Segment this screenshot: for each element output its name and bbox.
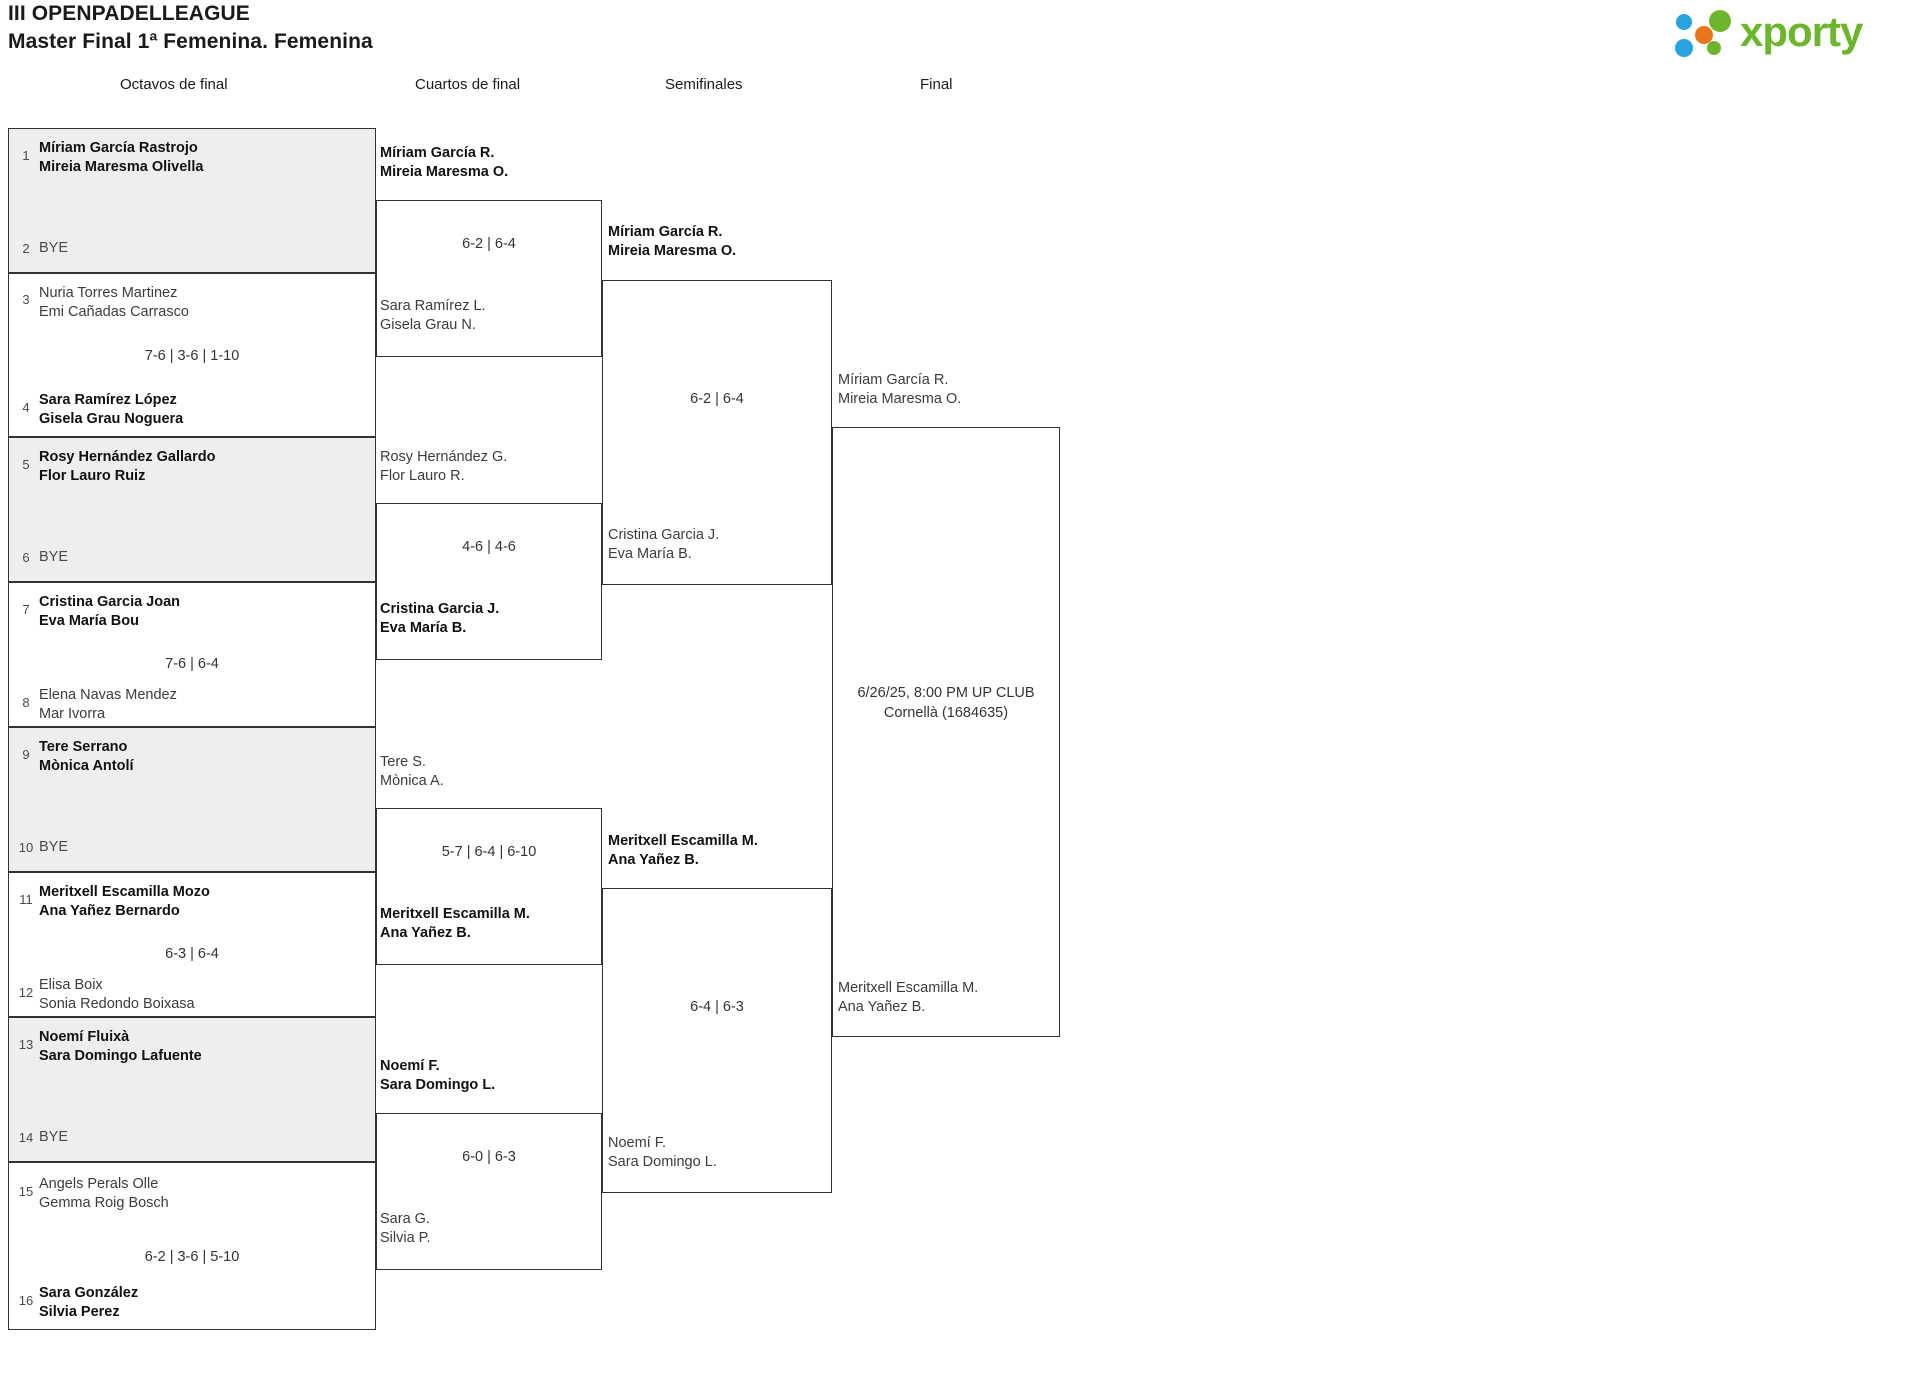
seed-number: 7	[22, 602, 30, 617]
r2-match-box-4[interactable]: 6-0 | 6-3	[376, 1113, 602, 1270]
team-name: Elena Navas Mendez Mar Ivorra	[39, 687, 177, 722]
r2-team-bot-3: Meritxell Escamilla M. Ana Yañez B.	[380, 906, 530, 941]
team-name: Cristina Garcia Joan Eva María Bou	[39, 594, 181, 629]
seed-number: 3	[22, 292, 30, 307]
r1-score-2: 7-6 | 3-6 | 1-10	[144, 348, 240, 364]
r2-match-box-1[interactable]: 6-2 | 6-4	[376, 200, 602, 357]
seed-number: 10	[18, 840, 34, 855]
team-name: Elisa Boix Sonia Redondo Boixasa	[39, 977, 195, 1012]
team-name: BYE	[39, 549, 69, 565]
logo-dots-icon	[1674, 10, 1736, 58]
r1-score-4: 7-6 | 6-4	[165, 656, 219, 672]
r2-score-3: 5-7 | 6-4 | 6-10	[441, 844, 537, 860]
team-name: Nuria Torres Martinez Emi Cañadas Carras…	[39, 285, 189, 320]
round-header-final: Final	[920, 76, 953, 93]
r3-team-bot-2: Noemí F. Sara Domingo L.	[608, 1135, 717, 1170]
r3-team-top-1: Míriam García R. Mireia Maresma O.	[608, 224, 737, 259]
team-name: Meritxell Escamilla Mozo Ana Yañez Berna…	[39, 884, 210, 919]
round-header-semifinales: Semifinales	[665, 76, 743, 93]
seed-number: 1	[22, 148, 30, 163]
final-match-info: 6/26/25, 8:00 PM UP CLUB Cornellà (16846…	[857, 685, 1035, 721]
xporty-logo: xporty	[1674, 8, 1904, 60]
r2-score-2: 4-6 | 4-6	[462, 539, 516, 555]
r2-match-box-3[interactable]: 5-7 | 6-4 | 6-10	[376, 808, 602, 965]
logo-wordmark: xporty	[1740, 8, 1863, 55]
team-name: Tere Serrano Mònica Antolí	[39, 739, 134, 774]
r1-score-6: 6-3 | 6-4	[165, 946, 219, 962]
r4-match-box[interactable]: 6/26/25, 8:00 PM UP CLUB Cornellà (16846…	[832, 427, 1060, 1037]
r3-score-1: 6-2 | 6-4	[690, 391, 744, 407]
r1-match-3[interactable]: 5 Rosy Hernández Gallardo Flor Lauro Rui…	[8, 437, 376, 582]
team-name: Noemí Fluixà Sara Domingo Lafuente	[39, 1029, 202, 1064]
tournament-title: III OPENPADELLEAGUE	[8, 2, 250, 25]
r2-score-4: 6-0 | 6-3	[462, 1149, 516, 1165]
r2-score-1: 6-2 | 6-4	[462, 236, 516, 252]
r1-match-4[interactable]: 7 Cristina Garcia Joan Eva María Bou 8 E…	[8, 582, 376, 727]
round-header-octavos: Octavos de final	[120, 76, 228, 93]
round-header-cuartos: Cuartos de final	[415, 76, 521, 93]
r2-team-top-1: Míriam García R. Mireia Maresma O.	[380, 145, 509, 180]
seed-number: 6	[22, 550, 30, 565]
team-name: Sara González Silvia Perez	[39, 1285, 139, 1320]
r3-team-top-2: Meritxell Escamilla M. Ana Yañez B.	[608, 833, 758, 868]
team-name: Sara Ramírez López Gisela Grau Noguera	[39, 392, 184, 427]
seed-number: 13	[18, 1037, 34, 1052]
seed-number: 9	[22, 747, 30, 762]
seed-number: 4	[22, 400, 30, 415]
r1-match-5[interactable]: 9 Tere Serrano Mònica Antolí 10 BYE	[8, 727, 376, 872]
r3-match-box-2[interactable]: 6-4 | 6-3	[602, 888, 832, 1193]
seed-number: 14	[18, 1130, 34, 1145]
team-name: Rosy Hernández Gallardo Flor Lauro Ruiz	[39, 449, 216, 484]
seed-number: 8	[22, 695, 30, 710]
r2-team-top-2: Rosy Hernández G. Flor Lauro R.	[380, 449, 508, 484]
r2-team-top-4: Noemí F. Sara Domingo L.	[380, 1058, 496, 1093]
team-name: BYE	[39, 1129, 69, 1145]
seed-number: 11	[19, 892, 33, 907]
team-name: Angels Perals Olle Gemma Roig Bosch	[39, 1176, 169, 1211]
r1-match-1[interactable]: 1 Míriam García Rastrojo Mireia Maresma …	[8, 128, 376, 273]
seed-number: 2	[22, 241, 30, 256]
r3-team-bot-1: Cristina Garcia J. Eva María B.	[608, 527, 720, 562]
r4-team-bot: Meritxell Escamilla M. Ana Yañez B.	[838, 980, 979, 1015]
r1-match-8[interactable]: 15 Angels Perals Olle Gemma Roig Bosch 1…	[8, 1162, 376, 1330]
r1-match-6[interactable]: 11 Meritxell Escamilla Mozo Ana Yañez Be…	[8, 872, 376, 1017]
r2-team-bot-2: Cristina Garcia J. Eva María B.	[380, 601, 500, 636]
seed-number: 15	[18, 1184, 34, 1199]
r3-score-2: 6-4 | 6-3	[690, 999, 744, 1015]
team-name: BYE	[39, 839, 69, 855]
r1-score-8: 6-2 | 3-6 | 5-10	[144, 1249, 240, 1265]
r2-team-top-3: Tere S. Mònica A.	[380, 754, 444, 789]
seed-number: 12	[18, 985, 34, 1000]
tournament-subtitle: Master Final 1ª Femenina. Femenina	[8, 30, 373, 53]
r2-match-box-2[interactable]: 4-6 | 4-6	[376, 503, 602, 660]
r2-team-bot-1: Sara Ramírez L. Gisela Grau N.	[380, 298, 486, 333]
seed-number: 5	[22, 457, 30, 472]
r3-match-box-1[interactable]: 6-2 | 6-4	[602, 280, 832, 585]
r2-team-bot-4: Sara G. Silvia P.	[380, 1211, 431, 1246]
r1-match-2[interactable]: 3 Nuria Torres Martinez Emi Cañadas Carr…	[8, 273, 376, 437]
team-name: Míriam García Rastrojo Mireia Maresma Ol…	[39, 140, 204, 175]
seed-number: 16	[18, 1293, 34, 1308]
team-name: BYE	[39, 240, 69, 256]
r4-team-top: Míriam García R. Mireia Maresma O.	[838, 372, 962, 407]
r1-match-7[interactable]: 13 Noemí Fluixà Sara Domingo Lafuente 14…	[8, 1017, 376, 1162]
